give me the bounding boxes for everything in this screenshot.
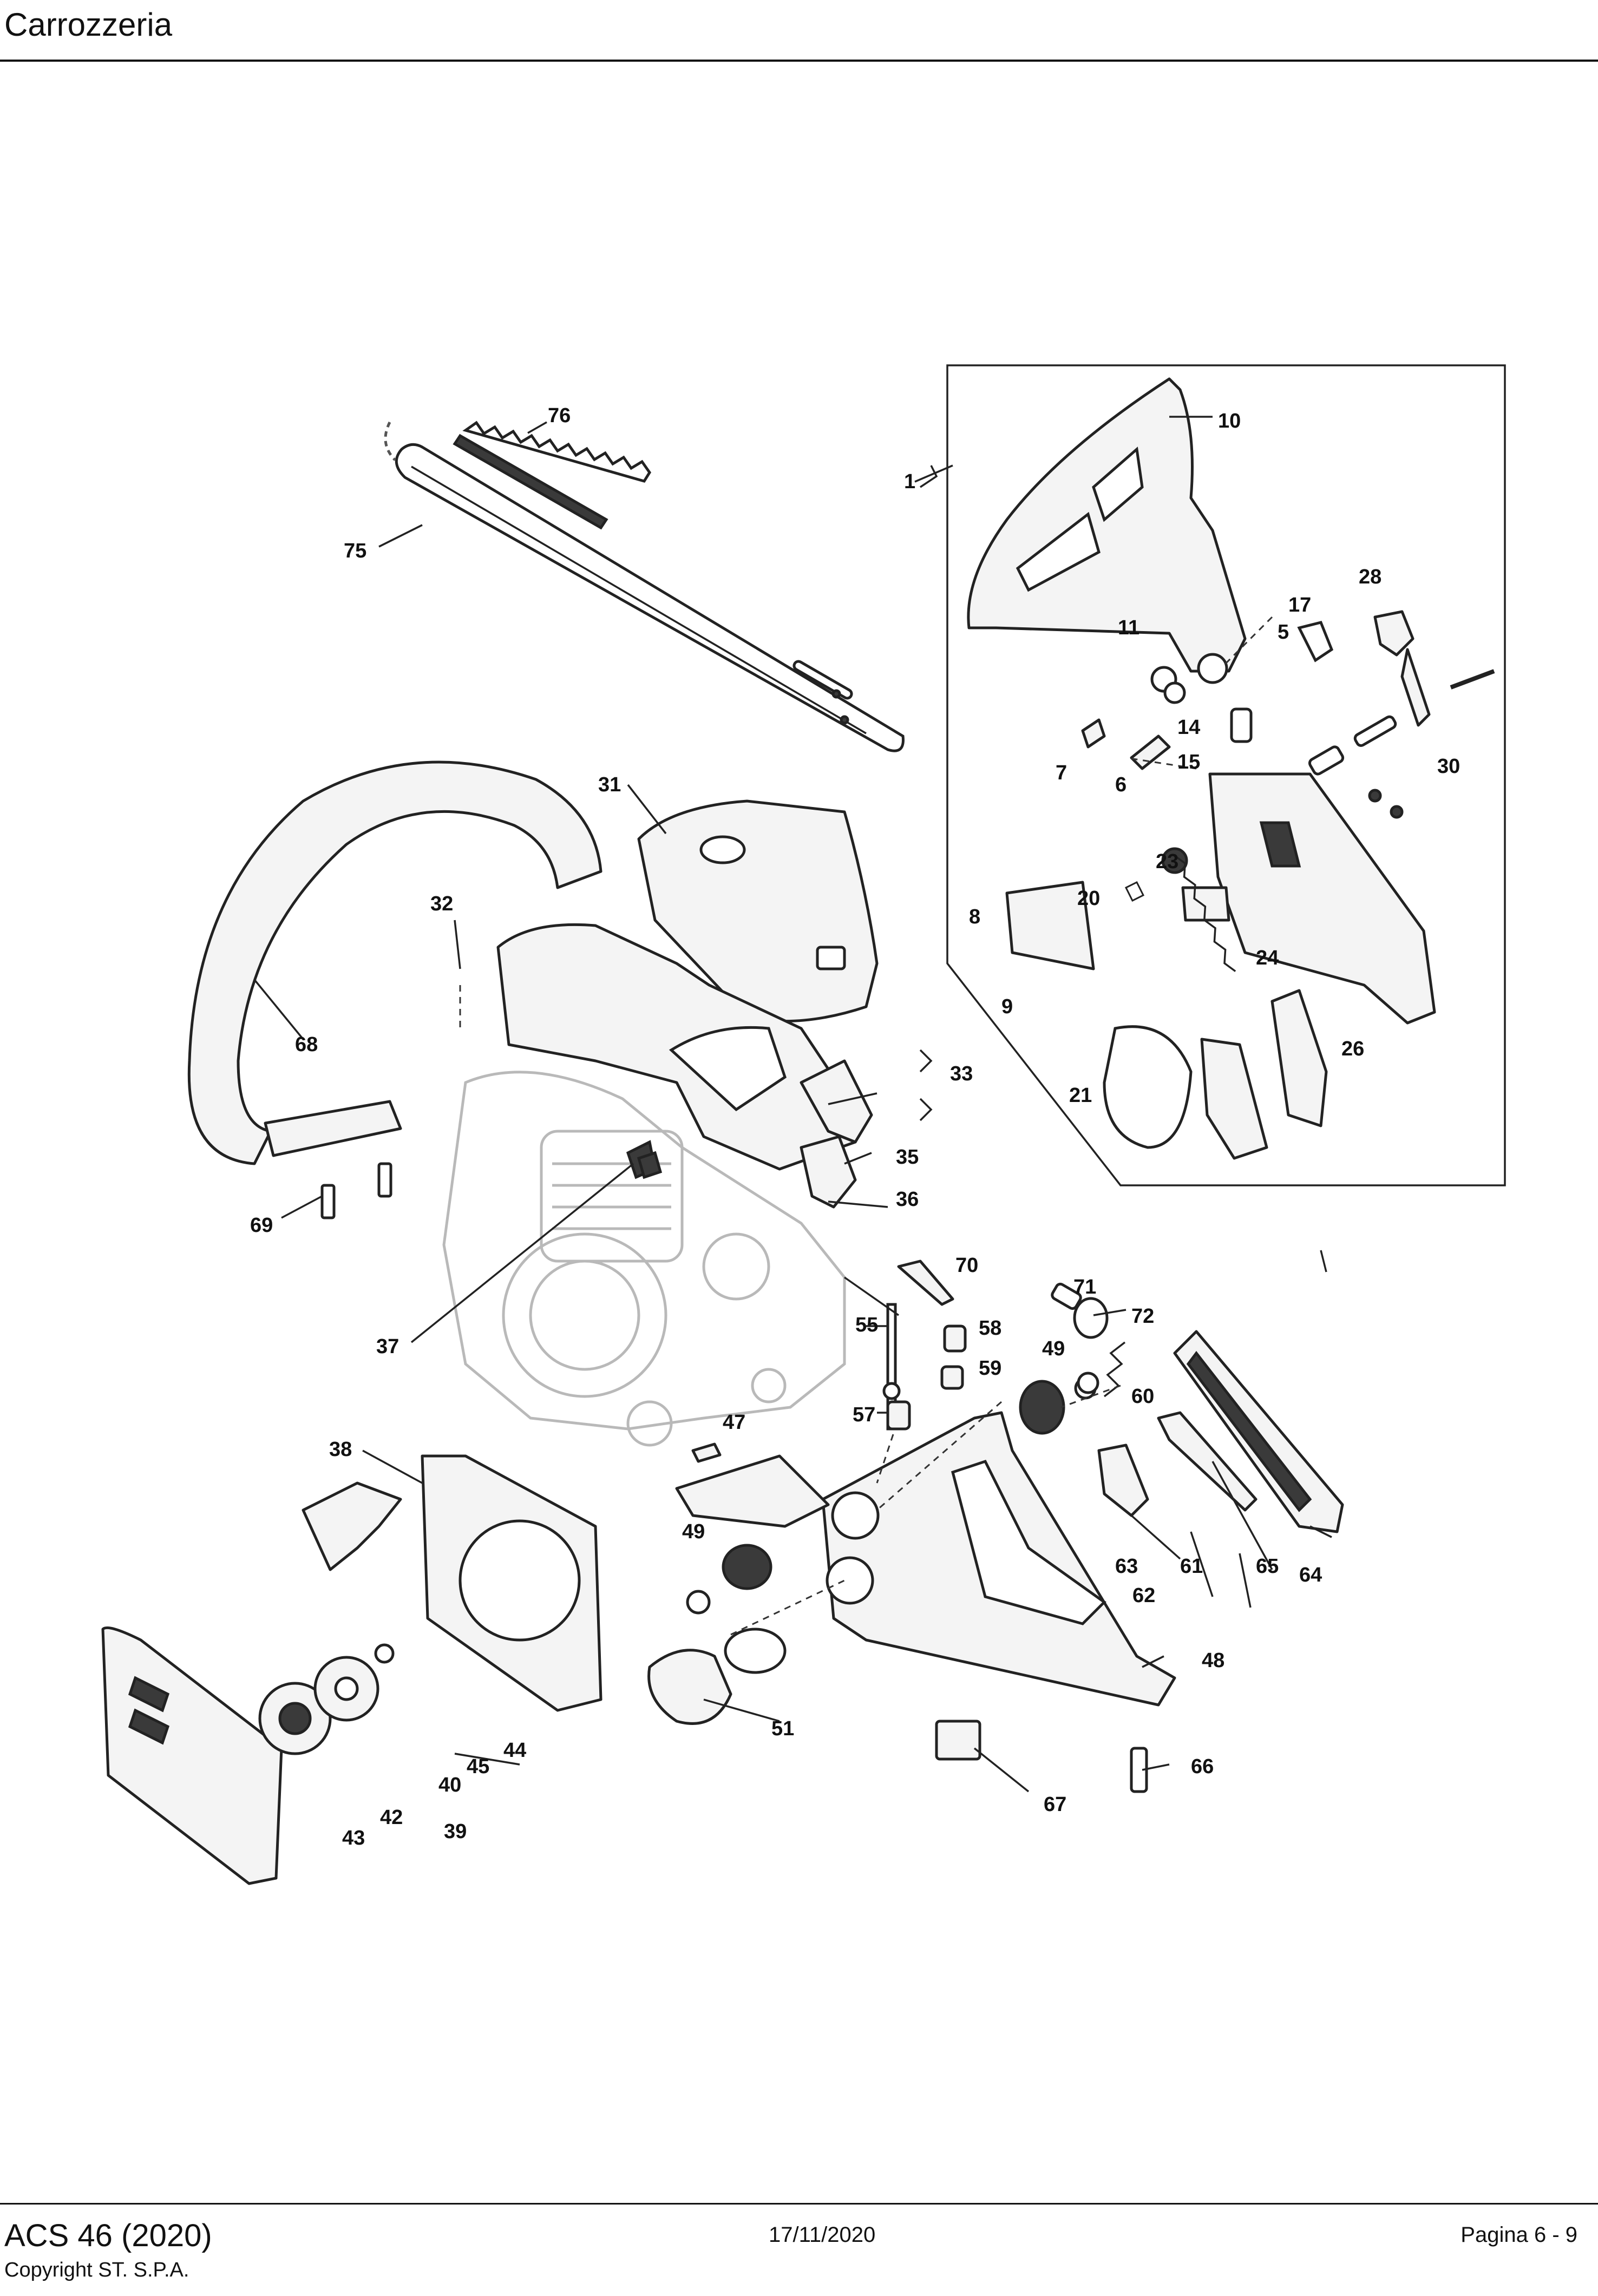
saw-chain xyxy=(453,421,651,530)
callout-71: 71 xyxy=(1073,1276,1096,1298)
callout-40: 40 xyxy=(438,1774,461,1796)
callout-35: 35 xyxy=(896,1146,919,1169)
footer-model: ACS 46 (2020) xyxy=(4,2218,212,2253)
footer-divider xyxy=(0,2203,1598,2205)
callout-59: 59 xyxy=(979,1357,1001,1380)
callout-66: 66 xyxy=(1191,1755,1214,1778)
callout-47: 47 xyxy=(723,1411,745,1434)
callout-10: 10 xyxy=(1218,410,1241,432)
callout-45: 45 xyxy=(467,1755,489,1778)
callout-15: 15 xyxy=(1177,751,1200,773)
callout-5: 5 xyxy=(1278,621,1289,644)
callout-24: 24 xyxy=(1256,947,1279,969)
callout-1: 1 xyxy=(904,470,915,493)
header-divider xyxy=(0,60,1598,62)
callout-20: 20 xyxy=(1077,887,1100,910)
callout-67: 67 xyxy=(1044,1793,1066,1816)
footer-copyright: Copyright ST. S.P.A. xyxy=(4,2259,189,2281)
callout-26: 26 xyxy=(1341,1038,1364,1060)
callout-43: 43 xyxy=(342,1827,365,1849)
callout-49a: 49 xyxy=(1042,1337,1065,1360)
footer-date: 17/11/2020 xyxy=(769,2223,876,2247)
callout-49b: 49 xyxy=(682,1520,705,1543)
callout-51: 51 xyxy=(771,1717,794,1740)
callout-11: 11 xyxy=(1118,616,1139,639)
callout-6: 6 xyxy=(1115,773,1127,796)
footer-page-number: Pagina 6 - 9 xyxy=(1461,2223,1577,2247)
leader-lines xyxy=(253,416,1332,1793)
callout-63: 63 xyxy=(1115,1555,1138,1578)
callout-65: 65 xyxy=(1256,1555,1279,1578)
callout-36: 36 xyxy=(896,1188,919,1211)
callout-labels: 1 5 6 7 8 9 10 11 14 15 17 20 21 23 24 2… xyxy=(250,404,1460,1849)
callout-75: 75 xyxy=(344,540,366,562)
assembly-lines xyxy=(459,616,1273,1636)
callout-69: 69 xyxy=(250,1214,273,1237)
callout-23: 23 xyxy=(1156,850,1178,873)
callout-8: 8 xyxy=(969,906,980,928)
callout-21: 21 xyxy=(1069,1084,1092,1107)
oil-pump-parts xyxy=(882,1259,1126,1431)
callout-62: 62 xyxy=(1132,1584,1155,1607)
callout-38: 38 xyxy=(329,1438,352,1461)
callout-14: 14 xyxy=(1177,716,1200,739)
callout-9: 9 xyxy=(1001,995,1013,1018)
callout-33: 33 xyxy=(950,1062,973,1085)
rear-handle xyxy=(647,1330,1344,1793)
callout-60: 60 xyxy=(1131,1385,1154,1408)
callout-72: 72 xyxy=(1131,1305,1154,1328)
callout-37: 37 xyxy=(376,1335,399,1358)
callout-31: 31 xyxy=(598,773,621,796)
callout-44: 44 xyxy=(503,1739,526,1762)
clutch-cover-group xyxy=(946,364,1506,1186)
callout-48: 48 xyxy=(1202,1649,1224,1672)
callout-68: 68 xyxy=(295,1033,318,1056)
page-title: Carrozzeria xyxy=(4,6,173,43)
callout-58: 58 xyxy=(979,1317,1001,1340)
callout-32: 32 xyxy=(430,893,453,915)
callout-64: 64 xyxy=(1299,1564,1322,1586)
top-cover xyxy=(637,799,879,1023)
guide-bar xyxy=(384,421,905,752)
callout-70: 70 xyxy=(955,1254,978,1277)
callout-39: 39 xyxy=(444,1820,467,1843)
callout-30: 30 xyxy=(1437,755,1460,778)
callout-7: 7 xyxy=(1056,762,1067,784)
callout-55: 55 xyxy=(855,1314,878,1336)
exploded-parts-diagram: 1 5 6 7 8 9 10 11 14 15 17 20 21 23 24 2… xyxy=(101,364,1506,1885)
callout-17: 17 xyxy=(1288,594,1311,616)
front-handle xyxy=(187,760,602,1219)
callout-42: 42 xyxy=(380,1806,403,1829)
callout-57: 57 xyxy=(853,1403,875,1426)
starter-group xyxy=(101,1454,602,1885)
callout-61: 61 xyxy=(1180,1555,1203,1578)
callout-28: 28 xyxy=(1359,566,1381,588)
brake-lever xyxy=(637,1135,857,1209)
callout-76: 76 xyxy=(548,404,571,427)
